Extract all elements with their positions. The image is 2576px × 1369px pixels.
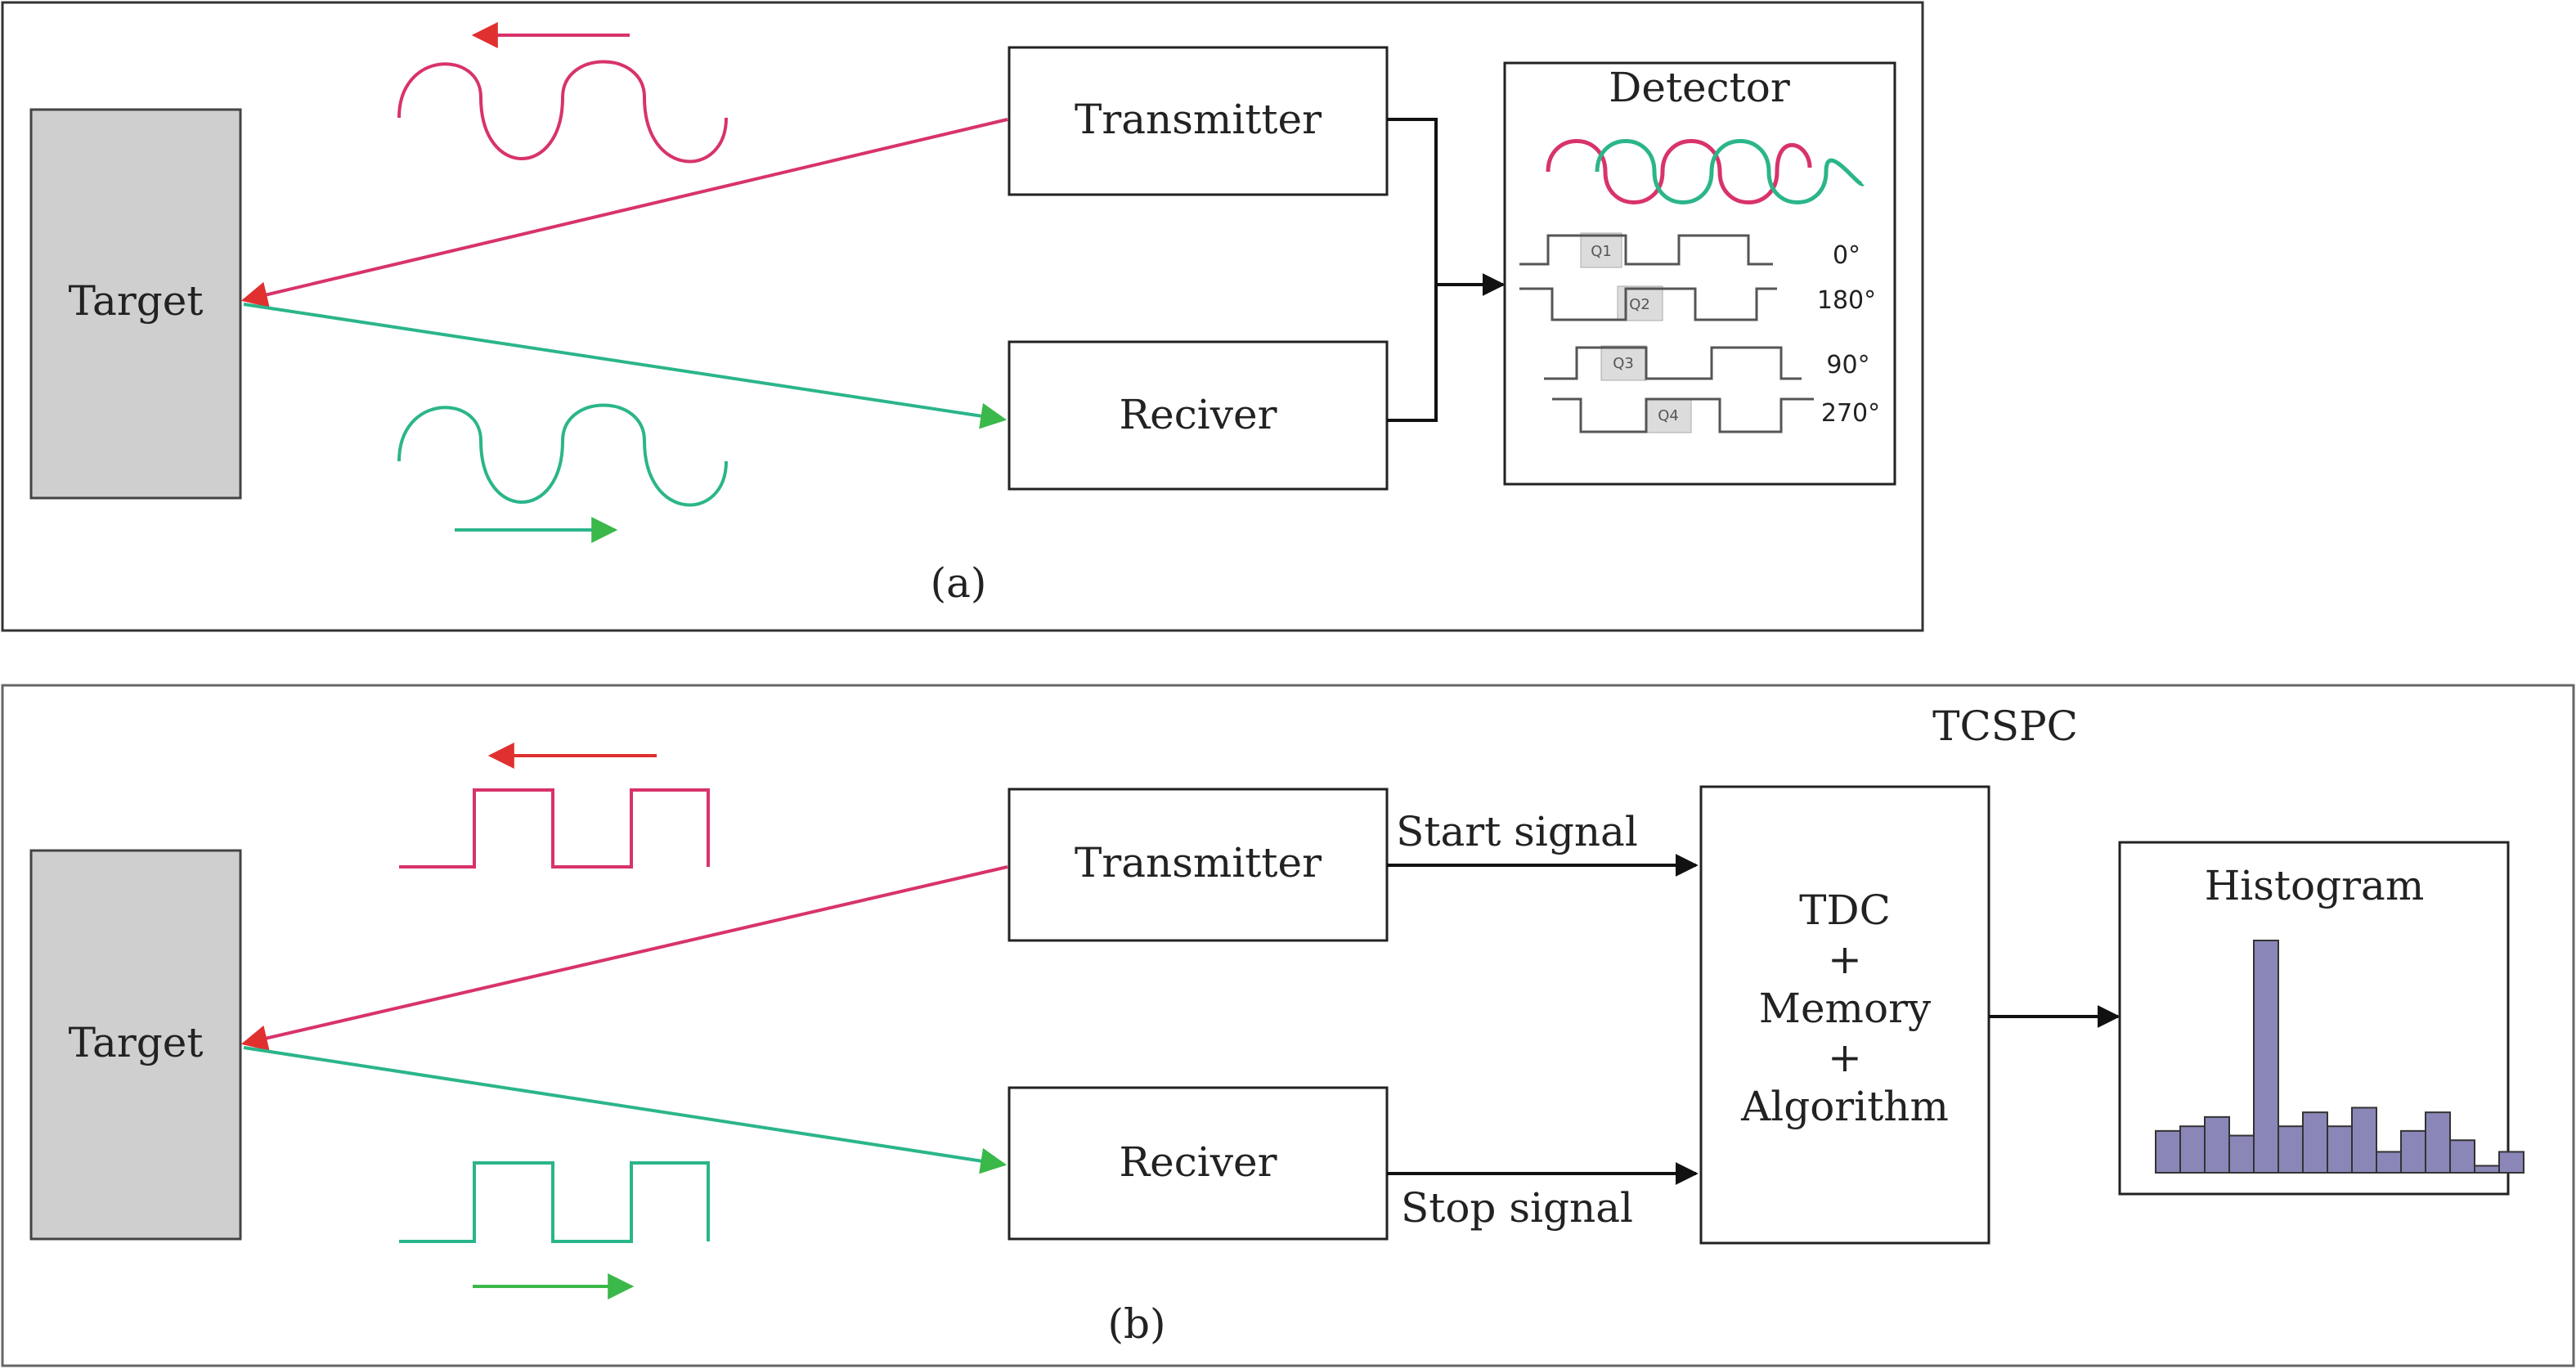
- receive-pulse-train: [399, 1161, 710, 1243]
- histogram-bars: [2155, 940, 2524, 1174]
- receiver-box-a: [1008, 340, 1389, 491]
- q4-label: Q4: [1658, 407, 1679, 424]
- histogram-bar: [2179, 1125, 2206, 1174]
- phase-label-270: 270°: [1821, 399, 1880, 428]
- panel-a-border: [1, 1, 1924, 632]
- phase-wave-270: [1552, 397, 1814, 433]
- target-box-b: [29, 849, 242, 1241]
- transmitter-label-a: Transmitter: [1075, 96, 1322, 143]
- histogram-bar: [2351, 1106, 2377, 1174]
- stop-signal-label: Stop signal: [1401, 1184, 1633, 1232]
- detector-box: [1503, 61, 1896, 486]
- histogram-bar: [2155, 1129, 2181, 1174]
- phase-wave-180: [1519, 287, 1777, 321]
- phase-wave-0: [1519, 234, 1773, 266]
- histogram-bar: [2204, 1115, 2230, 1174]
- tdc-line-3: +: [1828, 1034, 1862, 1081]
- phase-label-0: 0°: [1833, 241, 1860, 270]
- receive-beam-a: [243, 303, 1008, 429]
- histogram-title: Histogram: [2205, 862, 2425, 909]
- histogram-bar: [2253, 940, 2279, 1174]
- transmit-pulse-train: [399, 788, 710, 869]
- receiver-box-b: [1008, 1086, 1389, 1241]
- transmit-beam-b: [240, 865, 1008, 1052]
- panel-a-label: (a): [931, 559, 987, 607]
- histogram-bar: [2498, 1151, 2524, 1174]
- transmit-beam-a: [240, 118, 1008, 307]
- histogram-bar: [2327, 1125, 2353, 1174]
- tdc-box: [1699, 785, 1990, 1245]
- panel-a: Target Transmitter Reciver Detector Q1 0…: [1, 1, 1924, 632]
- start-signal-label: Start signal: [1396, 808, 1638, 855]
- tdc-line-0: TDC: [1799, 886, 1891, 934]
- target-label-a: Target: [69, 277, 204, 325]
- detector-received-wave: [1595, 139, 1865, 204]
- histogram-bar: [2425, 1111, 2451, 1174]
- receiver-label-b: Reciver: [1120, 1138, 1277, 1186]
- q2-label: Q2: [1629, 296, 1650, 313]
- target-label-b: Target: [69, 1019, 204, 1066]
- tdc-line-1: +: [1828, 936, 1862, 983]
- q1-label: Q1: [1591, 243, 1612, 260]
- detector-connector: [1387, 118, 1438, 422]
- histogram-bar: [2400, 1129, 2426, 1174]
- receive-sine-wave: [397, 403, 728, 507]
- detector-title: Detector: [1609, 64, 1790, 111]
- target-box-a: [29, 108, 242, 500]
- phase-wave-90: [1544, 346, 1802, 380]
- histogram-bar: [2376, 1151, 2402, 1174]
- tcspc-label: TCSPC: [1932, 702, 2078, 750]
- receiver-label-a: Reciver: [1120, 391, 1277, 438]
- receive-beam-b: [243, 1046, 1008, 1174]
- panel-b-border: [1, 684, 2575, 1367]
- tdc-line-2: Memory: [1759, 985, 1932, 1032]
- histogram-bar: [2474, 1165, 2500, 1174]
- phase-label-90: 90°: [1826, 351, 1869, 379]
- histogram-bar: [2228, 1134, 2255, 1174]
- transmit-sine-wave: [397, 60, 728, 164]
- q1-window: [1580, 232, 1622, 268]
- panel-b-label: (b): [1107, 1300, 1165, 1348]
- histogram-bar: [2278, 1125, 2304, 1174]
- histogram-bar: [2302, 1111, 2328, 1174]
- panel-b: TCSPC Target Transmitter Reciver Start s…: [1, 684, 2575, 1367]
- q4-window: [1645, 397, 1692, 433]
- histogram-bar: [2449, 1139, 2475, 1174]
- q3-label: Q3: [1613, 355, 1634, 372]
- transmitter-label-b: Transmitter: [1075, 839, 1322, 886]
- phase-label-180: 180°: [1817, 286, 1876, 315]
- tdc-line-4: Algorithm: [1740, 1083, 1949, 1130]
